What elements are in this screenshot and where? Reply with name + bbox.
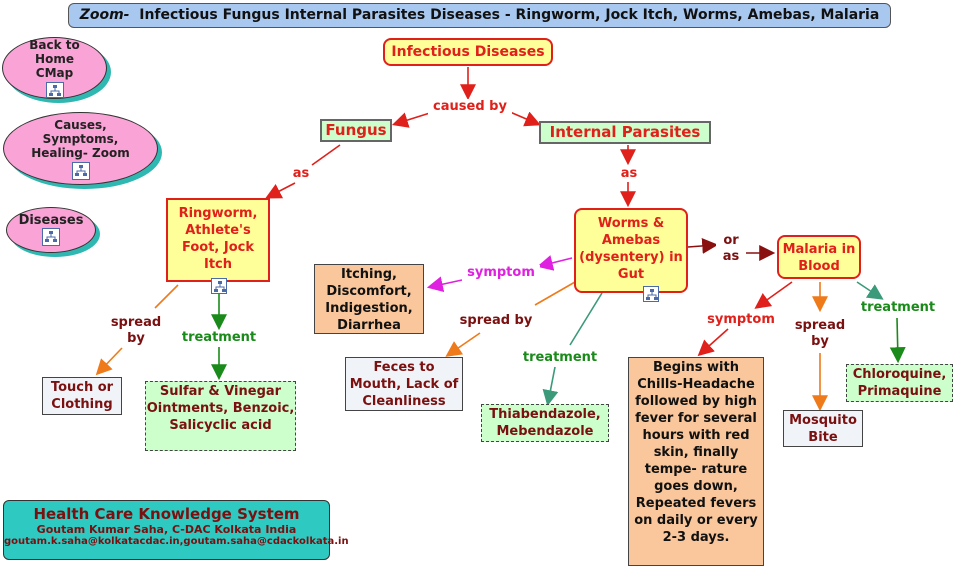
link-spread-by-malaria: spread by	[790, 318, 850, 350]
footer-author: Goutam Kumar Saha, C-DAC Kolkata India	[36, 523, 297, 536]
causes-label: Causes, Symptoms, Healing- Zoom	[31, 117, 130, 160]
concept-thiabendazole[interactable]: Thiabendazole, Mebendazole	[481, 404, 609, 442]
concept-infectious-diseases[interactable]: Infectious Diseases	[383, 38, 553, 66]
cmap-icon[interactable]	[42, 228, 60, 246]
back-home-cmap-link[interactable]: Back to Home CMap	[2, 37, 107, 99]
page-title: Zoom- Infectious Fungus Internal Parasit…	[68, 3, 891, 28]
footer-credits: Health Care Knowledge System Goutam Kuma…	[3, 500, 349, 560]
link-symptom-worms: symptom	[462, 265, 540, 281]
concept-feces-mouth[interactable]: Feces to Mouth, Lack of Cleanliness	[345, 357, 463, 411]
link-spread-by-ringworm: spread by	[108, 315, 164, 347]
title-prefix: Zoom-	[79, 7, 130, 23]
footer-title: Health Care Knowledge System	[33, 505, 300, 523]
link-treatment-malaria: treatment	[856, 300, 940, 316]
title-text: Infectious Fungus Internal Parasites Dis…	[139, 7, 880, 23]
concept-chills-fever[interactable]: Begins with Chills-Headache followed by …	[628, 357, 764, 566]
diseases-link[interactable]: Diseases	[6, 207, 96, 253]
concept-chloroquine[interactable]: Chloroquine, Primaquine	[846, 364, 953, 402]
diseases-label: Diseases	[18, 213, 84, 228]
link-as-parasites: as	[617, 166, 641, 182]
concept-worms-amebas[interactable]: Worms & Amebas (dysentery) in Gut	[574, 208, 688, 293]
worms-label: Worms & Amebas (dysentery) in Gut	[579, 216, 683, 282]
footer-emails: goutam.k.saha@kolkatacdac.in,goutam.saha…	[4, 536, 349, 547]
link-spread-by-worms: spread by	[455, 313, 537, 329]
concept-internal-parasites[interactable]: Internal Parasites	[539, 121, 711, 144]
concept-sulfur-ointments[interactable]: Sulfar & Vinegar Ointments, Benzoic, Sal…	[145, 381, 296, 451]
link-treatment-ringworm: treatment	[177, 330, 261, 346]
cmap-icon[interactable]	[45, 82, 64, 98]
cmap-icon[interactable]	[643, 286, 660, 302]
link-or-as: or as	[716, 233, 746, 265]
concept-malaria[interactable]: Malaria in Blood	[777, 235, 861, 279]
link-treatment-worms: treatment	[519, 350, 601, 366]
cmap-icon[interactable]	[71, 161, 90, 180]
causes-symptoms-link[interactable]: Causes, Symptoms, Healing- Zoom	[3, 112, 158, 185]
cmap-icon[interactable]	[211, 278, 227, 294]
back-home-label: Back to Home CMap	[29, 38, 80, 80]
concept-itching[interactable]: Itching, Discomfort, Indigestion, Diarrh…	[314, 264, 424, 334]
link-as-fungus: as	[289, 166, 313, 182]
link-caused-by: caused by	[428, 99, 512, 115]
concept-touch-clothing[interactable]: Touch or Clothing	[42, 377, 122, 415]
concept-mosquito-bite[interactable]: Mosquito Bite	[783, 410, 863, 447]
concept-fungus[interactable]: Fungus	[320, 119, 392, 142]
link-symptom-malaria: symptom	[702, 312, 780, 328]
concept-ringworm[interactable]: Ringworm, Athlete's Foot, Jock Itch	[166, 198, 270, 282]
ringworm-label: Ringworm, Athlete's Foot, Jock Itch	[178, 206, 258, 272]
